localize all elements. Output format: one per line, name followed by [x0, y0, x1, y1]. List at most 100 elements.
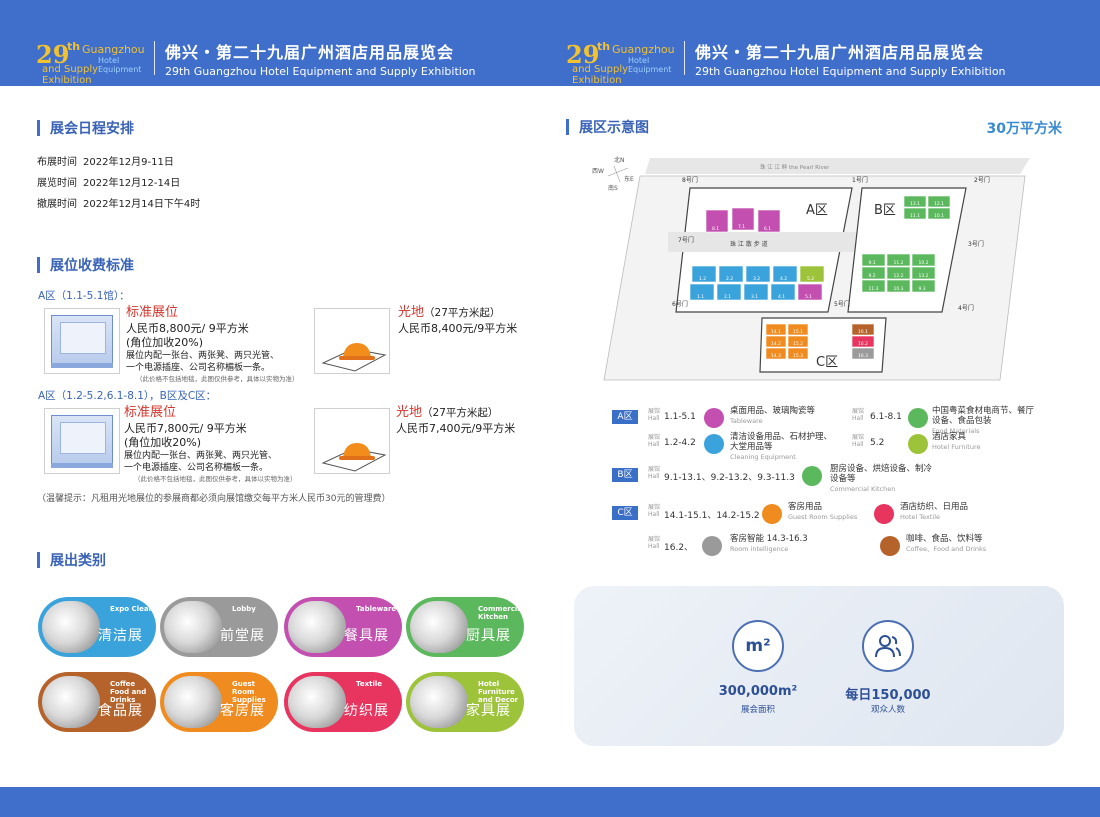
stats-panel: m² 300,000m² 展会面积 每日150,000 观众人数 — [574, 586, 1064, 746]
hall-label: 2.1 — [724, 294, 731, 300]
legend-hall-range: 6.1-8.1 — [870, 412, 902, 422]
header-title-en: 29th Guangzhou Hotel Equipment and Suppl… — [695, 64, 1006, 78]
category-cn-label: 前堂展 — [220, 628, 265, 644]
hall-block — [772, 265, 798, 283]
area-label: 展会面积 — [740, 705, 775, 715]
legend-hall-range: 9.1-13.1、9.2-13.2、9.3-11.3 — [664, 473, 795, 483]
legend-category-icon — [874, 504, 894, 524]
svg-text:北N: 北N — [614, 156, 625, 164]
zone-c-tag: C区 — [612, 506, 638, 520]
zone-c-label: C区 — [816, 355, 838, 370]
category-en-label: Textile — [356, 680, 383, 688]
hall-block — [851, 323, 875, 336]
hall-label: 16.2 — [858, 341, 868, 347]
hall-block — [797, 283, 823, 301]
area-icon: m² — [732, 620, 784, 672]
category-en-label: Commercial Kitchen — [478, 605, 524, 621]
hall-block — [716, 283, 742, 301]
hall-label: 5.1 — [805, 294, 812, 300]
category-cn-label: 食品展 — [98, 703, 143, 719]
legend-category-icon — [908, 434, 928, 454]
hall-label: 9.2 — [869, 273, 876, 279]
gate-label: 3号门 — [968, 240, 984, 248]
kitchen-icon — [410, 601, 468, 653]
header-band — [0, 0, 1100, 86]
hall-label: 9.1 — [869, 260, 876, 266]
textile-icon — [288, 676, 346, 728]
hall-label: 10.2 — [919, 260, 929, 266]
category-en-label: Guest Room Supplies — [232, 680, 266, 704]
hall-block — [691, 265, 717, 283]
hall-label: 11.3 — [869, 286, 879, 292]
promenade-label: 珠 江 散 步 道 — [730, 240, 768, 248]
category-cn-label: 纺织展 — [344, 703, 389, 719]
hall-label: 4.1 — [778, 294, 785, 300]
cleaning-icon — [42, 601, 100, 653]
fees-section-title: 展位收费标准 — [37, 255, 134, 275]
category-en-label: Hotel Furniture and Decor — [478, 680, 519, 704]
river-label: 珠 江 江 畔 the Pearl River — [760, 163, 830, 171]
map-section-title: 展区示意图 — [566, 117, 649, 137]
hall-label: 3.1 — [751, 294, 758, 300]
hall-label: 14.3 — [771, 353, 781, 359]
hall-block — [765, 347, 787, 360]
category-cn-label: 清洁展 — [98, 628, 143, 644]
hall-label: 8.1 — [712, 226, 719, 232]
category-en-label: Tableware — [356, 605, 397, 613]
categories-section-title: 展出类别 — [37, 550, 106, 570]
category-cn-label: 家具展 — [466, 703, 511, 719]
floor-plan-map: 北N 西W 东E 南S 珠 江 江 畔 the Pearl River 珠 江 … — [592, 156, 1030, 381]
header-title-en: 29th Guangzhou Hotel Equipment and Suppl… — [165, 64, 476, 78]
hall-label: 12.1 — [934, 201, 944, 207]
legend-category-icon — [704, 434, 724, 454]
hall-label: 6.1 — [764, 226, 771, 232]
category-pill: Textile 纺织展 — [284, 672, 402, 732]
legend-hall-range: 1.1-5.1 — [664, 412, 696, 422]
hall-label: 4.2 — [780, 276, 787, 282]
schedule-section-title: 展会日程安排 — [37, 118, 134, 138]
category-pill: Lobby 前堂展 — [160, 597, 278, 657]
hall-block — [886, 266, 911, 280]
zone-a-label: A区 — [806, 203, 828, 218]
legend-category-icon — [802, 466, 822, 486]
zone-a-tag: A区 — [612, 410, 638, 424]
header-left: 29 th Guangzhou Hotel Equipment and Supp… — [36, 36, 476, 86]
hall-block — [718, 265, 744, 283]
visitors-label: 观众人数 — [870, 705, 905, 715]
hall-block — [886, 279, 911, 293]
gate-label: 1号门 — [852, 176, 868, 184]
raw-space-image — [314, 308, 390, 374]
hall-label: 3.2 — [753, 276, 760, 282]
lobby-icon — [164, 601, 222, 653]
hall-block — [743, 283, 769, 301]
hall-block — [851, 347, 875, 360]
header-title: 佛兴・第二十九届广州酒店用品展览会 29th Guangzhou Hotel E… — [695, 39, 1006, 78]
hall-block — [745, 265, 771, 283]
legend-hall-range: 5.2 — [870, 438, 885, 448]
zone2-land-price: 光地（27平方米起） 人民币7,400元/9平方米 — [396, 405, 516, 436]
zone2-standard-price: 标准展位 人民币7,800元/ 9平方米 (角位加收20%) 展位内配一张台、两… — [124, 405, 297, 484]
exhibition-logo: 29 th Guangzhou Hotel Equipment and Supp… — [36, 40, 145, 86]
header-title-cn: 佛兴・第二十九届广州酒店用品展览会 — [165, 42, 455, 62]
category-en-label: Lobby — [232, 605, 256, 613]
hall-label: 15.3 — [793, 353, 803, 359]
exhibition-logo: 29 th Guangzhou Hotel Equipment and Supp… — [566, 40, 675, 86]
hall-block — [861, 279, 886, 293]
hall-block — [886, 253, 911, 267]
